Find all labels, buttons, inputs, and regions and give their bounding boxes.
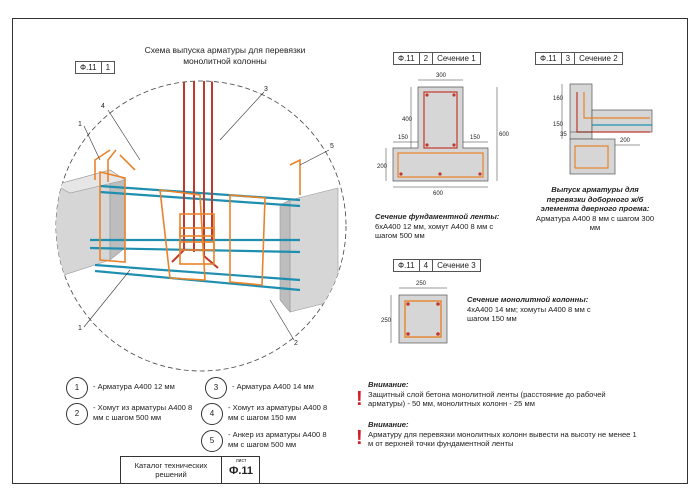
callout-leaders xyxy=(83,91,330,341)
s1-caption-body: 6хА400 12 мм, хомут А400 8 мм с шагом 50… xyxy=(375,221,494,241)
s3-tag-label: Сечение 3 xyxy=(437,261,476,270)
section3-caption: Сечение монолитной колонны: 4хА400 14 мм… xyxy=(467,295,592,324)
legend-item-5: 5 - Анкер из арматуры А400 8 мм с шагом … xyxy=(201,430,339,452)
s1-dim-left400: 400 xyxy=(402,117,413,123)
s2-caption-title: Выпуск арматуры для перевязки доборного … xyxy=(540,185,650,213)
detail-circle xyxy=(55,80,347,372)
legend-num: 1 xyxy=(66,377,88,399)
warning-icon: ! xyxy=(356,388,363,410)
s1-dim-right150: 150 xyxy=(470,135,481,141)
s1-dim-bottom600: 600 xyxy=(433,191,444,197)
note-2: Внимание: Арматуру для перевязки монолит… xyxy=(368,420,638,449)
stirrups xyxy=(94,149,301,286)
s2-tag-label: Сечение 2 xyxy=(579,54,618,63)
concrete-block-right-side xyxy=(279,199,291,313)
legend-num: 4 xyxy=(201,403,223,425)
s3-caption-title: Сечение монолитной колонны: xyxy=(467,295,589,304)
legend-num: 5 xyxy=(201,430,223,452)
section3-tag: Ф.11 4 Сечение 3 xyxy=(393,259,481,272)
s2-dim-200: 200 xyxy=(620,138,631,144)
stamp-sheet-code: Ф.11 xyxy=(228,465,254,477)
sheet-frame xyxy=(12,18,688,484)
callout-1-top: 1 xyxy=(78,121,82,128)
legend-item-1: 1 - Арматура А400 12 мм xyxy=(66,377,196,399)
section1-drawing: 300 400 150 150 600 600 200 xyxy=(377,73,510,197)
note-2-text: Арматуру для перевязки монолитных колонн… xyxy=(368,429,637,449)
s2-dim-160: 160 xyxy=(553,96,564,102)
legend-num: 3 xyxy=(205,377,227,399)
tag-num: 1 xyxy=(105,63,111,72)
callout-3: 3 xyxy=(264,86,268,93)
note-1-title: Внимание: xyxy=(368,380,409,389)
callout-4: 4 xyxy=(101,103,105,110)
section3-drawing: 250 250 xyxy=(381,281,448,344)
s1-dim-left200: 200 xyxy=(377,164,388,170)
s1-dim-top: 300 xyxy=(436,73,447,79)
main-view-title-line1: Схема выпуска арматуры для перевязки xyxy=(144,45,306,55)
s1-tag-num: 2 xyxy=(420,53,434,64)
s3-dim-top: 250 xyxy=(416,281,427,287)
legend-item-3: 3 - Арматура А400 14 мм xyxy=(205,377,335,399)
callout-5: 5 xyxy=(330,143,334,150)
s1-dim-right600: 600 xyxy=(499,132,510,138)
section2-tag: Ф.11 3 Сечение 2 xyxy=(535,52,623,65)
s1-tag-label: Сечение 1 xyxy=(437,54,476,63)
concrete-block-left-side xyxy=(109,169,126,261)
s3-tag-code: Ф.11 xyxy=(394,260,420,271)
s1-tag-code: Ф.11 xyxy=(394,53,420,64)
tag-code: Ф.11 xyxy=(76,62,102,73)
main-view-tag: Ф.11 1 xyxy=(75,61,116,74)
s3-tag-num: 4 xyxy=(420,260,434,271)
s3-caption-body: 4хА400 14 мм; хомуты А400 8 мм с шагом 1… xyxy=(467,304,591,324)
stamp-sheet-label: лист xyxy=(235,458,247,464)
s1-dim-left150: 150 xyxy=(398,135,409,141)
legend-text: - Арматура А400 14 мм xyxy=(232,382,314,391)
main-view-title: Схема выпуска арматуры для перевязки мон… xyxy=(105,45,345,67)
stamp-catalog: Каталог технических решений xyxy=(121,457,222,483)
callout-2: 2 xyxy=(294,340,298,347)
s2-tag-code: Ф.11 xyxy=(536,53,562,64)
main-view-title-line2: монолитной колонны xyxy=(183,56,267,66)
note-1: Внимание: Защитный слой бетона монолитно… xyxy=(368,380,638,409)
legend-text: - Анкер из арматуры А400 8 мм с шагом 50… xyxy=(228,430,327,449)
s3-dim-left: 250 xyxy=(381,318,392,324)
legend-item-2: 2 - Хомут из арматуры А400 8 мм с шагом … xyxy=(66,403,201,425)
legend-text: - Арматура А400 12 мм xyxy=(93,382,175,391)
section1-tag: Ф.11 2 Сечение 1 xyxy=(393,52,481,65)
note-2-title: Внимание: xyxy=(368,420,409,429)
title-stamp: Каталог технических решений лист Ф.11 xyxy=(120,456,260,484)
legend-text: - Хомут из арматуры А400 8 мм с шагом 50… xyxy=(93,403,193,422)
legend-text: - Хомут из арматуры А400 8 мм с шагом 15… xyxy=(228,403,328,422)
legend-item-4: 4 - Хомут из арматуры А400 8 мм с шагом … xyxy=(201,403,339,425)
section2-caption: Выпуск арматуры для перевязки доборного … xyxy=(535,185,655,233)
callout-numbers: 1 4 3 5 1 2 xyxy=(78,86,334,347)
s2-tag-num: 3 xyxy=(562,53,576,64)
section1-caption: Сечение фундаментной ленты: 6хА400 12 мм… xyxy=(375,212,515,241)
note-1-text: Защитный слой бетона монолитной ленты (р… xyxy=(368,389,606,409)
s2-caption-body: Арматура А400 8 мм с шагом 300 мм xyxy=(535,213,655,233)
s2-dim-150: 150 xyxy=(553,122,564,128)
warning-icon: ! xyxy=(356,427,363,449)
legend-num: 2 xyxy=(66,403,88,425)
callout-1-bottom: 1 xyxy=(78,325,82,332)
s2-dim-35: 35 xyxy=(560,132,567,138)
section2-drawing: 160 150 35 200 xyxy=(553,83,653,175)
s1-caption-title: Сечение фундаментной ленты: xyxy=(375,212,500,221)
